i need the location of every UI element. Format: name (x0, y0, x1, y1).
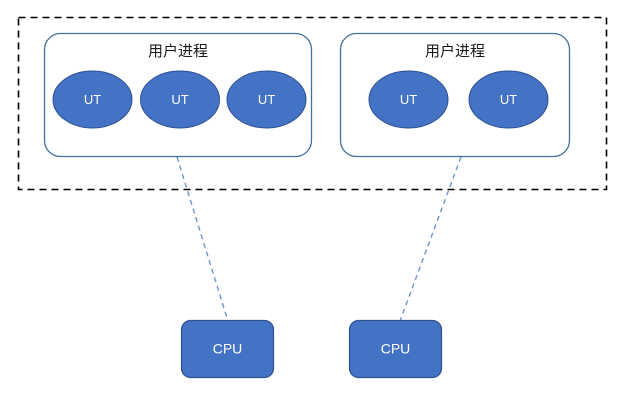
thread-ut-1-2[interactable]: UT (140, 70, 220, 129)
thread-ellipse (368, 70, 449, 129)
thread-label: UT (500, 92, 517, 107)
connector-process1-cpu1 (176, 156, 229, 322)
thread-ellipse (140, 70, 220, 129)
thread-label: UT (400, 92, 417, 107)
thread-ellipse (468, 70, 549, 129)
thread-ellipse (52, 70, 133, 129)
cpu-box-2[interactable]: CPU (348, 319, 443, 379)
connector-process2-cpu2 (399, 156, 462, 322)
cpu-1-label: CPU (213, 341, 243, 357)
thread-ellipse (226, 70, 307, 129)
thread-label: UT (171, 92, 188, 107)
thread-ut-1-1[interactable]: UT (52, 70, 133, 129)
cpu-box-1[interactable]: CPU (180, 319, 275, 379)
kernel-boundary (17, 16, 608, 191)
thread-ut-2-2[interactable]: UT (468, 70, 549, 129)
thread-label: UT (258, 92, 275, 107)
cpu-2-label: CPU (381, 341, 411, 357)
cpu-1-frame (180, 319, 275, 379)
thread-label: UT (84, 92, 101, 107)
process-2-title: 用户进程 (425, 43, 485, 60)
cpu-2-frame (348, 319, 443, 379)
thread-ut-1-3[interactable]: UT (226, 70, 307, 129)
thread-ut-2-1[interactable]: UT (368, 70, 449, 129)
process-1-title: 用户进程 (148, 43, 208, 60)
